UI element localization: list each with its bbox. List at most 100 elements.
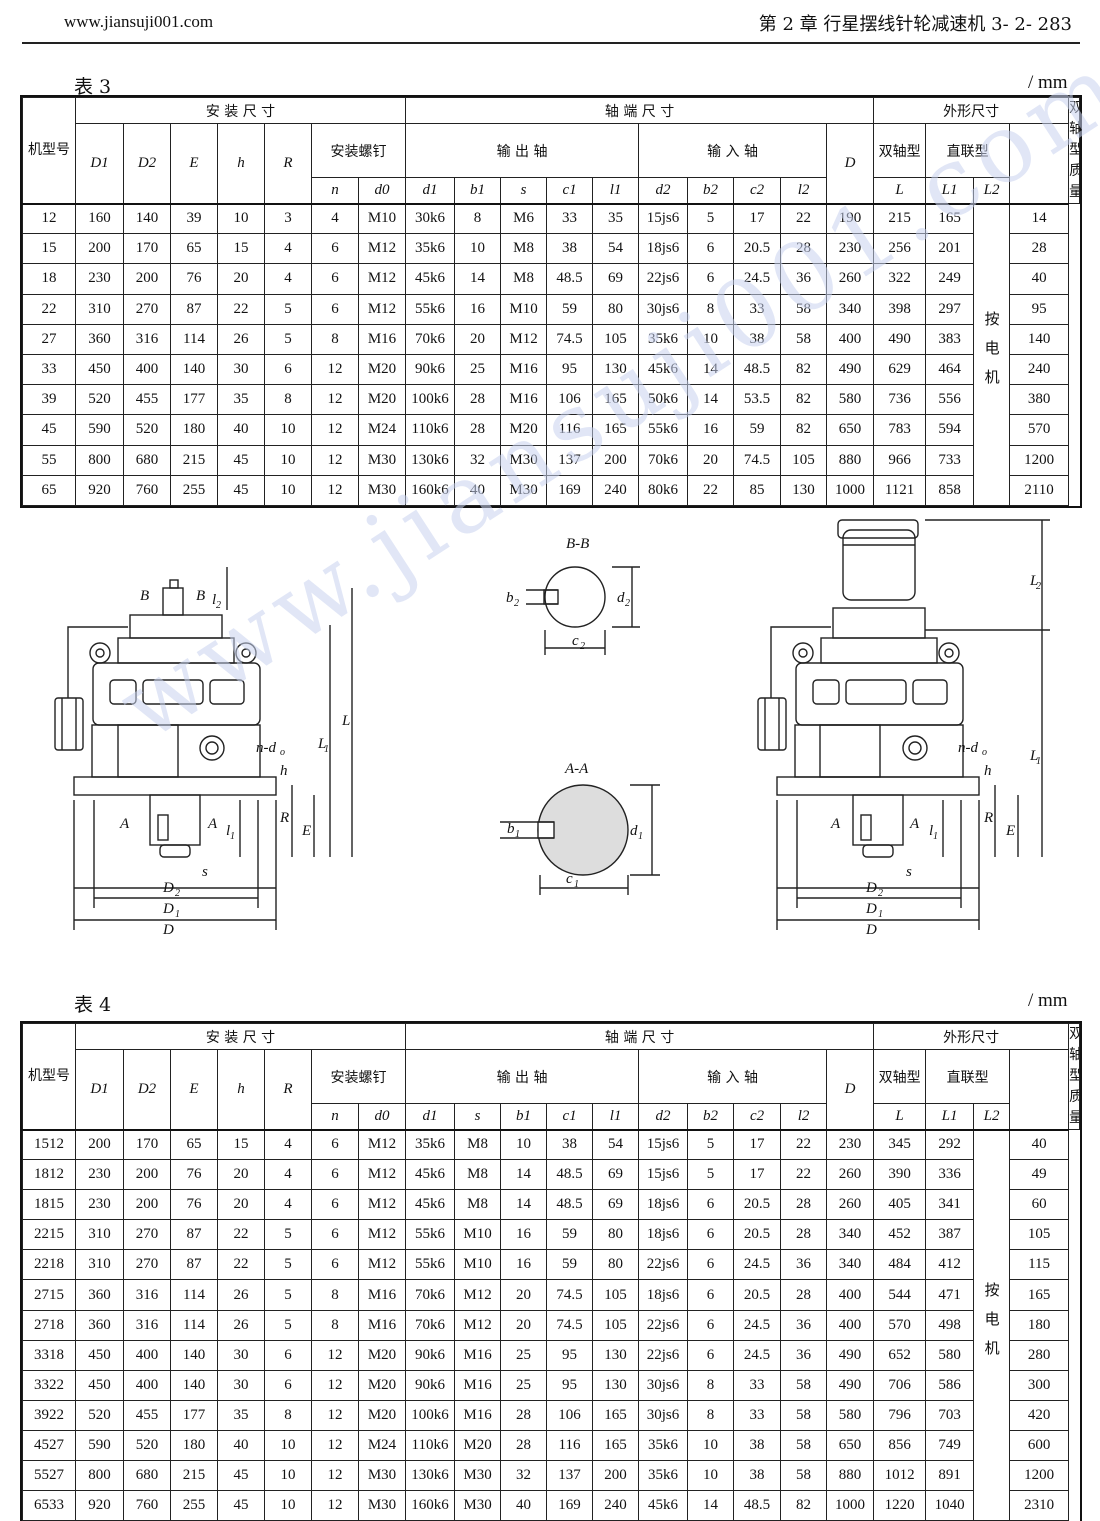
table-cell: M6 (500, 202, 548, 235)
table-cell: 398 (873, 293, 927, 325)
table-cell: 14 (454, 263, 502, 295)
table-cell-mass: 14 (1009, 202, 1070, 235)
table-cell-mass: 40 (1009, 1128, 1070, 1161)
table-cell: 10 (264, 444, 312, 476)
table-cell: 215 (170, 444, 218, 476)
header-col-L: L (873, 177, 927, 204)
table-cell: 650 (826, 1429, 875, 1462)
table-cell: M10 (357, 202, 407, 235)
table-cell: 180 (170, 414, 218, 446)
table-cell: 316 (123, 323, 171, 355)
table-cell: 36 (780, 1309, 828, 1341)
table-cell: M12 (454, 1309, 502, 1341)
table-cell: 1121 (873, 474, 927, 506)
table-cell-mass: 1200 (1009, 1460, 1070, 1492)
table-cell: 270 (123, 1219, 171, 1251)
table-cell: 345 (873, 1128, 927, 1161)
table-cell-mass: 140 (1009, 323, 1070, 355)
table-cell: 455 (123, 1399, 171, 1431)
table-cell: 24.5 (733, 1249, 782, 1281)
table-cell: M8 (454, 1189, 502, 1221)
table-cell: 18js6 (638, 1219, 689, 1251)
table-cell: 6 (311, 1189, 359, 1221)
table-cell: M12 (357, 1249, 407, 1281)
svg-text:A: A (830, 816, 841, 832)
table-cell: 30 (217, 1339, 265, 1371)
header-output-shaft: 输 出 轴 (405, 1049, 640, 1104)
table-cell: 54 (592, 1128, 640, 1161)
table-cell: 4527 (22, 1429, 76, 1462)
table-cell: 6 (687, 1339, 735, 1371)
table-cell: 45 (217, 1460, 265, 1492)
table-cell: 40 (217, 414, 265, 446)
table-cell: 4 (264, 233, 312, 265)
table-cell: 230 (75, 263, 124, 295)
table-cell: M24 (357, 414, 407, 446)
table-cell: 736 (873, 384, 927, 416)
table-cell: 200 (592, 1460, 640, 1492)
table-cell-mass: 2110 (1009, 474, 1070, 506)
table-cell: 10 (264, 1429, 312, 1462)
header-col-b2: b2 (687, 1103, 735, 1130)
table-cell-mass: 1200 (1009, 444, 1070, 476)
header-bolt: 安装螺钉 (310, 1049, 407, 1104)
header-col-s: s (454, 1103, 502, 1130)
table-cell: 3318 (22, 1339, 76, 1371)
table-cell: M20 (500, 414, 548, 446)
table-cell: 5527 (22, 1460, 76, 1492)
table-cell: M12 (357, 233, 407, 265)
table-cell: 20.5 (733, 1189, 782, 1221)
table-cell-mass: 180 (1009, 1309, 1070, 1341)
table-cell: 5 (264, 1249, 312, 1281)
table-cell: 400 (123, 353, 171, 386)
table-cell: 20 (500, 1309, 548, 1341)
table-cell: 105 (592, 1279, 640, 1311)
svg-text:R: R (983, 810, 993, 826)
table-cell: M10 (500, 293, 548, 325)
table-cell: 54 (592, 233, 640, 265)
header-col-E: E (170, 1049, 218, 1130)
table-cell: 891 (925, 1460, 975, 1492)
table-cell: 340 (826, 1219, 875, 1251)
table-cell: 74.5 (546, 1279, 594, 1311)
header-col-L2: L2 (973, 177, 1011, 204)
table-cell: 12 (311, 384, 359, 416)
table-cell: 30 (217, 353, 265, 386)
svg-text:s: s (202, 864, 208, 880)
table-cell: 55k6 (405, 1219, 456, 1251)
table-cell: 200 (123, 1159, 171, 1191)
table-cell: 733 (925, 444, 975, 476)
table-cell: M20 (454, 1429, 502, 1462)
table-cell: 137 (546, 444, 594, 476)
table-cell: 383 (925, 323, 975, 355)
table-cell: 6 (311, 1249, 359, 1281)
table-cell: 18js6 (638, 1189, 689, 1221)
svg-text:A: A (909, 816, 920, 832)
table-cell: 95 (546, 1339, 594, 1371)
svg-text:2: 2 (878, 888, 883, 899)
table-cell: 10 (217, 202, 265, 235)
merged-motor-note: 按电机 (973, 202, 1011, 506)
table-cell: 450 (75, 1339, 124, 1371)
header-col-c1: c1 (546, 177, 594, 204)
header-col-d2: d2 (638, 177, 689, 204)
table-cell: 706 (873, 1369, 927, 1401)
right-reducer-drawing (757, 519, 1050, 930)
table-cell: 10 (500, 1128, 548, 1161)
table-cell: 45k6 (405, 1159, 456, 1191)
table-cell: 110k6 (405, 414, 456, 446)
table-cell: 400 (826, 323, 875, 355)
table-cell: 12 (311, 1339, 359, 1371)
table-cell: 48.5 (733, 353, 782, 386)
table-cell: 6 (687, 1249, 735, 1281)
table-cell: 85 (733, 474, 782, 506)
table-cell: 116 (546, 414, 594, 446)
table-cell-mass: 49 (1009, 1159, 1070, 1191)
svg-text:d: d (617, 590, 625, 606)
